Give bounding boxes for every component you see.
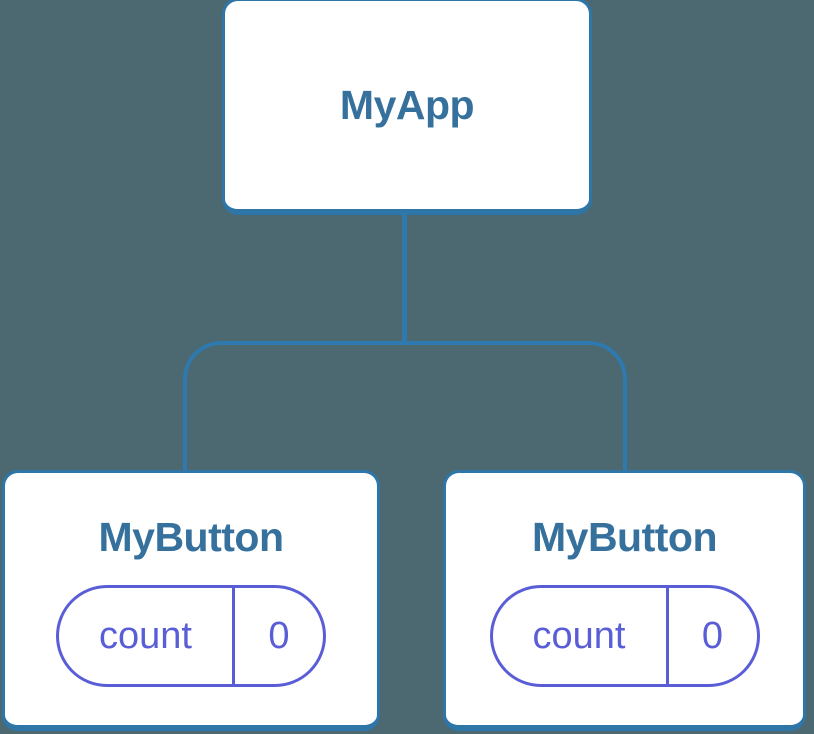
state-pill: count 0 bbox=[56, 585, 326, 687]
child-node-left: MyButton count 0 bbox=[2, 470, 380, 731]
root-node-title: MyApp bbox=[339, 82, 475, 128]
connector-trunk-line bbox=[402, 213, 407, 344]
state-key: count bbox=[493, 588, 669, 684]
state-value: 0 bbox=[268, 614, 290, 657]
child-node-title: MyButton bbox=[98, 514, 284, 560]
state-key: count bbox=[59, 588, 235, 684]
connector-bracket bbox=[183, 341, 627, 470]
child-node-title: MyButton bbox=[531, 514, 718, 560]
child-node-right: MyButton count 0 bbox=[443, 470, 806, 731]
state-value: 0 bbox=[701, 614, 724, 657]
root-node: MyApp bbox=[222, 0, 592, 215]
state-pill: count 0 bbox=[489, 585, 760, 687]
